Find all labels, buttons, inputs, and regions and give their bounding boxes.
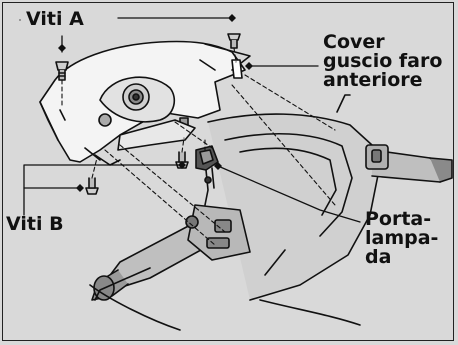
label-cover-guscio-faro: Cover guscio faro anteriore	[323, 33, 442, 90]
label-viti-b: Viti B	[6, 215, 64, 234]
label-cover-line-3: anteriore	[323, 71, 442, 90]
screw-a-right	[228, 34, 240, 48]
bulb-socket	[196, 146, 218, 205]
label-porta-line-3: da	[365, 248, 438, 267]
screw-b-left	[86, 178, 98, 194]
label-viti-a: Viti A	[26, 10, 84, 29]
label-portalampada: Porta- lampa- da	[365, 210, 438, 267]
